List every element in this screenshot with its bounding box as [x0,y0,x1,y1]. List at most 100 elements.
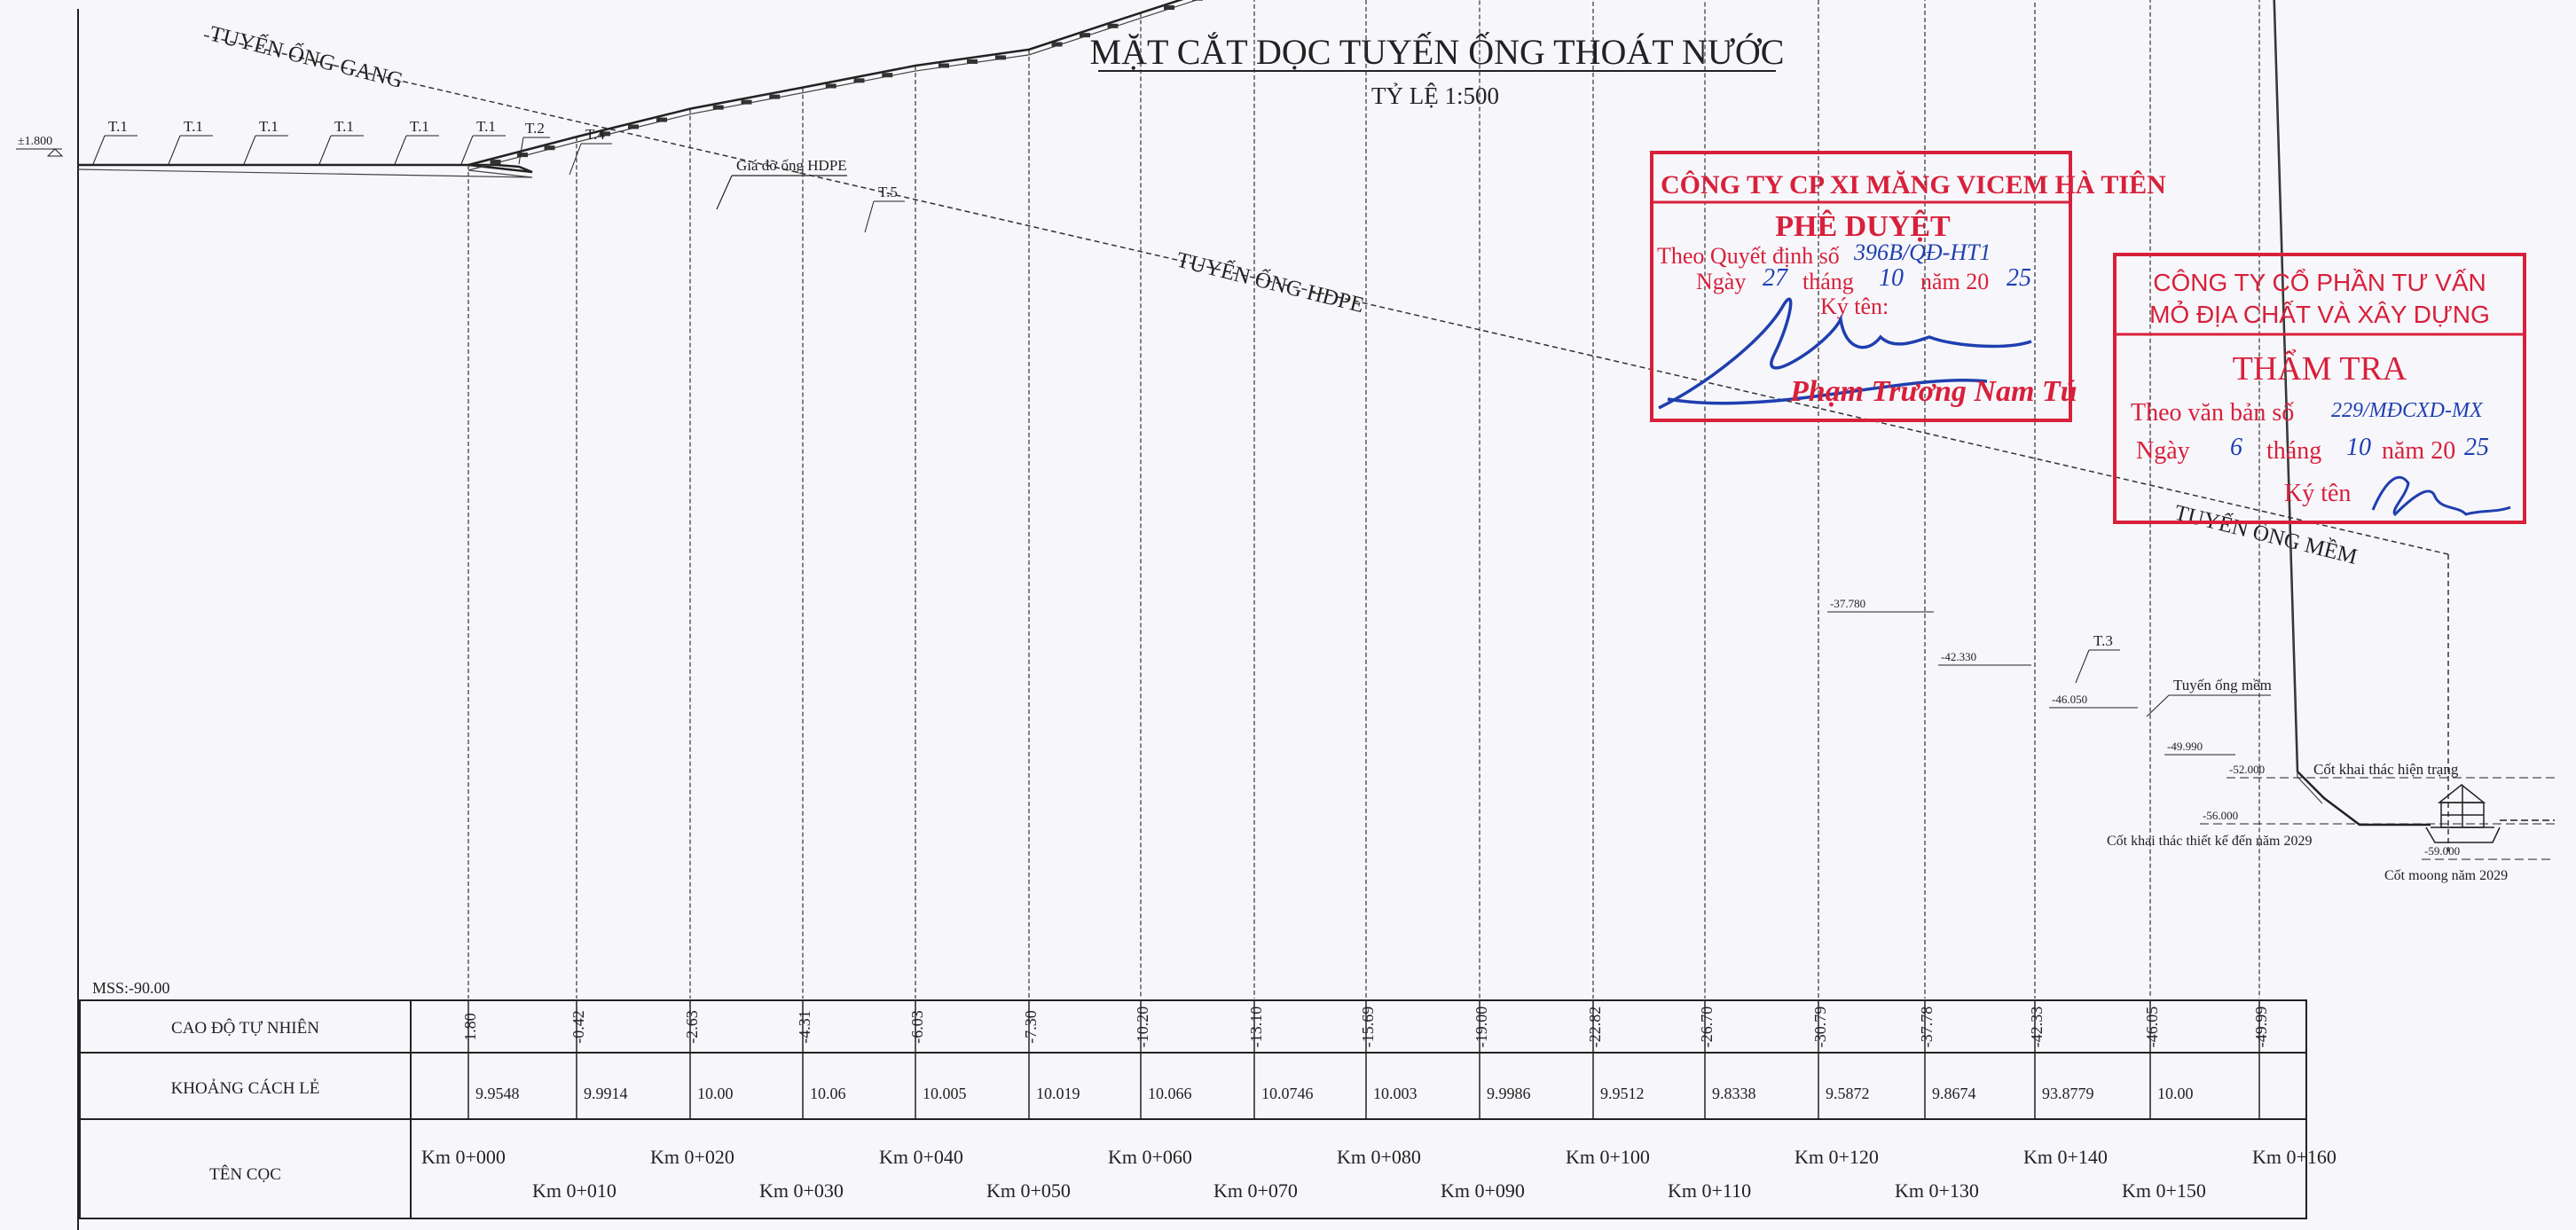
table-station-bottom: Km 0+090 [1441,1179,1525,1202]
pipe-support [517,153,528,158]
marker-t2-leader-down [518,137,524,165]
approval-year-word: năm 20 [1920,269,1989,294]
level-l6: -56.000 [2203,809,2238,822]
pipe-profile [77,0,2431,827]
pipe-support [882,73,893,78]
label-hdpe: TUYẾN ỐNG HDPE [1174,247,1367,318]
approval-year: 25 [2007,264,2031,292]
pipe-support [769,94,781,99]
table-distance: 10.066 [1148,1085,1192,1102]
table-station-bottom: Km 0+010 [532,1179,617,1202]
table-station-top: Km 0+000 [421,1146,506,1168]
table-elevation: -49.99 [2252,1007,2270,1048]
pipe-support [995,55,1006,60]
table-distance: 9.9548 [475,1085,520,1102]
table-distance: 9.9986 [1487,1085,1531,1102]
approval-sign-label: Ký tên: [1820,294,1889,319]
review-day: 6 [2230,434,2242,461]
pipe-line-bottom [77,0,2323,804]
table-distance: 10.0746 [1261,1085,1314,1102]
table-elevation: -0.42 [569,1010,587,1044]
label-flex-pipe: Tuyến ống mềm [2173,677,2272,693]
review-date-prefix: Ngày [2136,437,2190,465]
review-month: 10 [2346,434,2371,461]
marker-t1: T.1 [476,118,496,135]
review-title: THẨM TRA [2233,349,2407,388]
level-callouts: -37.780 -42.330 -46.050 -49.990 -52.000 … [1827,597,2555,860]
approval-month-word: tháng [1802,269,1854,294]
table-distance: 93.8779 [2042,1085,2094,1102]
table-elevation: -4.31 [796,1010,813,1044]
table-distance: 9.5872 [1826,1085,1870,1102]
pipe-support [544,145,555,151]
flex-pipe-leader-down [2146,694,2170,717]
table-row-label: KHOẢNG CÁCH LẺ [171,1078,320,1098]
marker-t3: T.3 [2093,632,2113,649]
review-stamp: CÔNG TY CỔ PHẦN TƯ VẤN MỎ ĐỊA CHẤT VÀ XÂ… [2113,253,2526,524]
level-l2: -42.330 [1941,650,1976,663]
table-elevation: -2.63 [683,1010,701,1044]
approval-signature [1658,297,2032,410]
table-row-label: TÊN CỌC [209,1164,281,1184]
pipe-support [741,99,752,105]
marker-t1: T.1 [410,118,429,135]
route-line-mem [1587,354,2449,555]
drawing-title: MẶT CẮT DỌC TUYẾN ỐNG THOÁT NƯỚC [1090,32,1785,72]
marker-t1-leader-down [168,135,181,165]
table-row-label: CAO ĐỘ TỰ NHIÊN [171,1018,319,1038]
annot-current-mining: Cốt khai thác hiện trạng [2313,761,2459,778]
table-station-bottom: Km 0+050 [986,1179,1071,1202]
table-station-top: Km 0+160 [2252,1146,2336,1168]
marker-t2: T.2 [525,120,545,137]
review-month-word: tháng [2266,437,2321,465]
level-top: ±1.800 [18,135,52,148]
pipe-support [1192,0,1203,1]
marker-t1-leader-down [394,135,407,165]
table-distance: 10.005 [923,1085,967,1102]
annot-design-mining: Cốt khai thác thiết kế đến năm 2029 [2107,834,2313,849]
table-elevation: -13.10 [1247,1007,1265,1048]
pipe-support [1107,23,1119,28]
table-elevation: -37.78 [1918,1007,1936,1048]
marker-t5: T.5 [878,184,898,200]
route-line-gang [203,35,1589,356]
marker-t4-leader-down [569,143,582,176]
approval-day: 27 [1763,264,1788,292]
label-mem: TUYẾN ỐNG MỀM [2172,499,2360,569]
table-distance: 10.019 [1036,1085,1080,1102]
review-year: 25 [2464,434,2489,461]
table-station-bottom: Km 0+130 [1895,1179,1979,1202]
drawing-scale: TỶ LỆ 1:500 [1371,82,1499,109]
approval-date-prefix: Ngày [1696,269,1746,294]
review-doc-prefix: Theo văn bản số [2131,399,2294,427]
review-company-line1: CÔNG TY CỔ PHẦN TƯ VẤN [2153,269,2486,296]
table-elevation: -42.33 [2028,1007,2046,1048]
profile-table: CAO ĐỘ TỰ NHIÊN KHOẢNG CÁCH LẺ TÊN CỌC 1.80… [79,999,2336,1219]
pipe-support [656,117,667,122]
table-station-top: Km 0+040 [879,1146,963,1168]
review-company-line2: MỎ ĐỊA CHẤT VÀ XÂY DỰNG [2149,300,2490,328]
table-elevation: -26.70 [1698,1007,1716,1048]
table-station-top: Km 0+100 [1566,1146,1650,1168]
marker-t1-leader-down [460,135,474,165]
review-sign-label: Ký tên [2284,480,2351,507]
pipe-support [490,160,501,165]
table-distance: 9.9914 [584,1085,628,1102]
pipe-support [1051,42,1063,47]
pipe-support [853,78,865,83]
table-station-top: Km 0+120 [1795,1146,1879,1168]
marker-t1: T.1 [108,118,128,135]
station-verticals [467,0,2260,999]
marker-t3-leader-down [2075,649,2090,684]
level-top-triangle [46,148,64,157]
table-elevation: 1.80 [461,1013,479,1041]
pump-station-icon [2425,784,2555,843]
table-station-bottom: Km 0+070 [1213,1179,1298,1202]
approval-stamp-border [1650,151,2072,422]
review-year-word: năm 20 [2382,437,2455,465]
approval-title: PHÊ DUYỆT [1775,209,1951,243]
marker-t1: T.1 [184,118,203,135]
level-l7: -59.000 [2424,844,2460,858]
approval-month: 10 [1879,264,1904,292]
marker-t1-leader-down [92,135,106,165]
